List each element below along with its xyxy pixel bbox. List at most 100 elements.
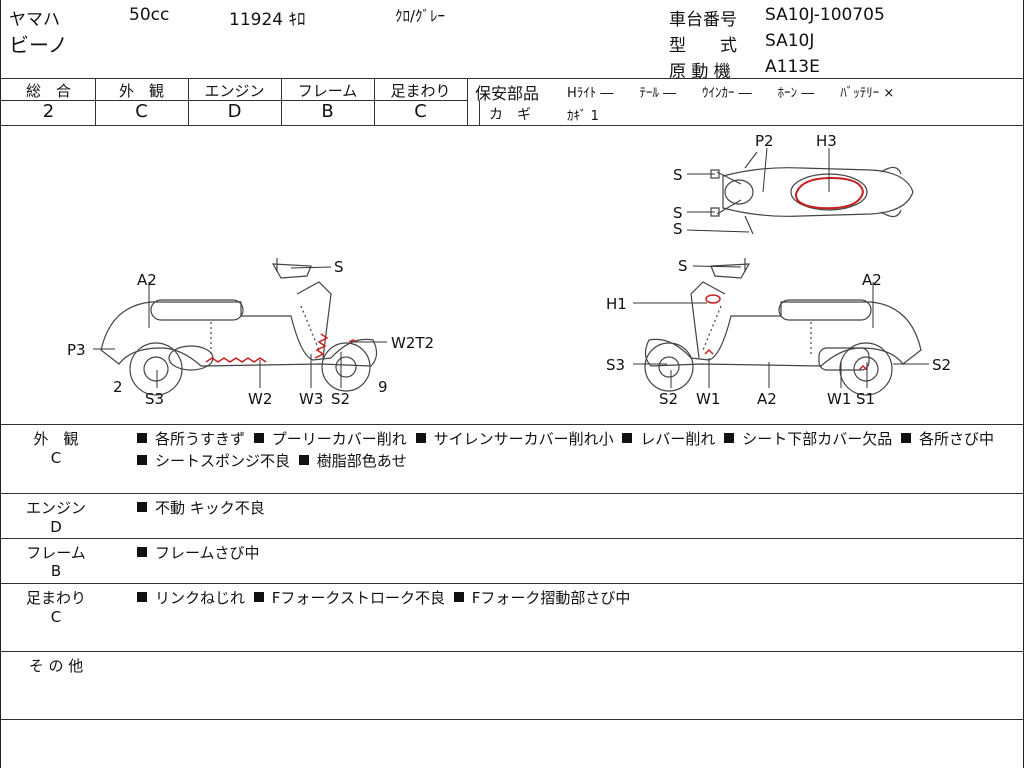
frame-no-label: 車台番号 [669, 10, 737, 30]
label-left-s2: S2 [331, 390, 350, 408]
bullet-square-icon [137, 455, 147, 465]
damage-mark-s1 [858, 364, 868, 371]
label-top-h3: H3 [816, 132, 837, 150]
bullet-square-icon [137, 433, 147, 443]
section-item: 樹脂部色あせ [316, 452, 407, 470]
damage-mark-w2t2 [348, 339, 358, 343]
section-item: シート下部カバー欠品 [742, 430, 893, 448]
bullet-square-icon [137, 502, 147, 512]
damage-mark-w3 [314, 333, 329, 359]
bullet-square-icon [453, 592, 464, 602]
section-suspension-grade: C [50, 608, 62, 626]
label-right-a2: A2 [862, 271, 882, 289]
bullet-square-icon [137, 592, 147, 602]
section-engine-items: 不動 キック不良 [133, 497, 1013, 519]
label-top-s3: S [673, 220, 683, 238]
maker-name: ヤマハ [9, 10, 60, 30]
section-item: 各所うすきず [155, 430, 246, 448]
label-right-s1: S1 [856, 390, 875, 408]
section-item: Fフォーク摺動部さび中 [471, 589, 631, 607]
mileage: 11924 ｷﾛ [229, 10, 306, 30]
label-right-s2b: S2 [932, 356, 951, 374]
grade-overall-value: 2 [42, 101, 55, 122]
damage-mark-h3 [794, 176, 865, 210]
bullet-square-icon [415, 433, 426, 443]
label-left-p3: P3 [67, 341, 86, 359]
label-left-w2t2: W2T2 [391, 334, 434, 352]
section-item: 不動 キック不良 [155, 499, 265, 517]
section-item: 各所さび中 [918, 430, 994, 448]
bullet-square-icon [622, 433, 633, 443]
label-right-s3: S3 [606, 356, 625, 374]
section-item: フレームさび中 [155, 544, 260, 562]
grade-suspension-value: C [414, 101, 427, 122]
type-label: 型 式 [669, 36, 737, 56]
displacement: 50cc [129, 5, 170, 25]
damage-mark-h1 [705, 294, 721, 304]
label-top-p2: P2 [755, 132, 774, 150]
bullet-square-icon [900, 433, 911, 443]
section-suspension-items: リンクねじれ Fフォークストローク不良 Fフォーク摺動部さび中 [133, 587, 1013, 609]
label-left-s3: S3 [145, 390, 164, 408]
bullet-square-icon [137, 547, 147, 557]
grade-engine-label: エンジン [204, 82, 265, 100]
grade-frame-value: B [321, 101, 334, 122]
label-left-s: S [334, 258, 344, 276]
type-value: SA10J [765, 31, 815, 51]
label-top-s2: S [673, 204, 683, 222]
bullet-square-icon [253, 592, 264, 602]
top-view-scooter [710, 151, 914, 235]
label-right-s: S [678, 257, 688, 275]
grade-exterior-label: 外 観 [118, 82, 164, 100]
label-right-a2b: A2 [757, 390, 777, 408]
label-right-w1b: W1 [827, 390, 851, 408]
label-left-a2: A2 [137, 271, 157, 289]
grade-exterior-value: C [135, 101, 148, 122]
safety-title: 保安部品 [475, 84, 540, 103]
section-engine-label: エンジン [25, 499, 86, 517]
key-value: ｶｷﾞ 1 [567, 109, 599, 124]
bullet-square-icon [298, 455, 309, 465]
frame-no: SA10J-100705 [765, 5, 885, 25]
engine-label: 原 動 機 [669, 62, 731, 82]
label-right-w1: W1 [696, 390, 720, 408]
section-exterior-items: 各所うすきず プーリーカバー削れ サイレンサーカバー削れ小 レバー削れ シート下… [133, 428, 1013, 472]
grade-overall-label: 総 合 [25, 82, 71, 100]
damage-diagram: S S S P2 H3 [67, 132, 951, 408]
section-item: プーリーカバー削れ [271, 430, 407, 448]
label-right-h1: H1 [606, 295, 627, 313]
color: ｸﾛ/ｸﾞﾚｰ [395, 7, 446, 25]
label-left-w2: W2 [248, 390, 272, 408]
section-suspension-label: 足まわり [25, 589, 86, 607]
section-frame-label: フレーム [26, 544, 86, 562]
damage-mark-w2 [205, 357, 267, 363]
right-view-scooter [644, 258, 922, 396]
section-item: サイレンサーカバー削れ小 [433, 430, 614, 448]
engine-value: A113E [765, 57, 820, 77]
section-item: レバー削れ [640, 430, 716, 448]
label-top-s1: S [673, 166, 683, 184]
grade-engine-value: D [227, 101, 242, 122]
bullet-square-icon [253, 433, 264, 443]
section-frame-items: フレームさび中 [133, 542, 1013, 564]
bullet-square-icon [724, 433, 735, 443]
section-other-label: そ の 他 [28, 657, 84, 675]
section-item: シートスポンジ不良 [155, 452, 291, 470]
section-engine-grade: D [50, 518, 62, 536]
label-left-2: 2 [113, 378, 123, 396]
section-item: Fフォークストローク不良 [271, 589, 445, 607]
model-name: ビーノ [9, 33, 68, 57]
grade-suspension-label: 足まわり [390, 82, 451, 100]
section-exterior-grade: C [50, 449, 62, 467]
label-left-w3: W3 [299, 390, 323, 408]
label-left-9: 9 [378, 378, 388, 396]
grade-frame-label: フレーム [297, 82, 358, 100]
safety-items: Hﾗｲﾄ ― ﾃｰﾙ ― ｳｲﾝｶｰ ― ﾎｰﾝ ― ﾊﾞｯﾃﾘｰ × [567, 86, 895, 101]
label-right-s2: S2 [659, 390, 678, 408]
section-exterior-label: 外 観 [33, 430, 79, 448]
section-frame-grade: B [50, 562, 62, 580]
damage-mark-w1 [704, 348, 714, 355]
left-view-scooter [100, 258, 378, 396]
section-item: リンクねじれ [155, 589, 246, 607]
